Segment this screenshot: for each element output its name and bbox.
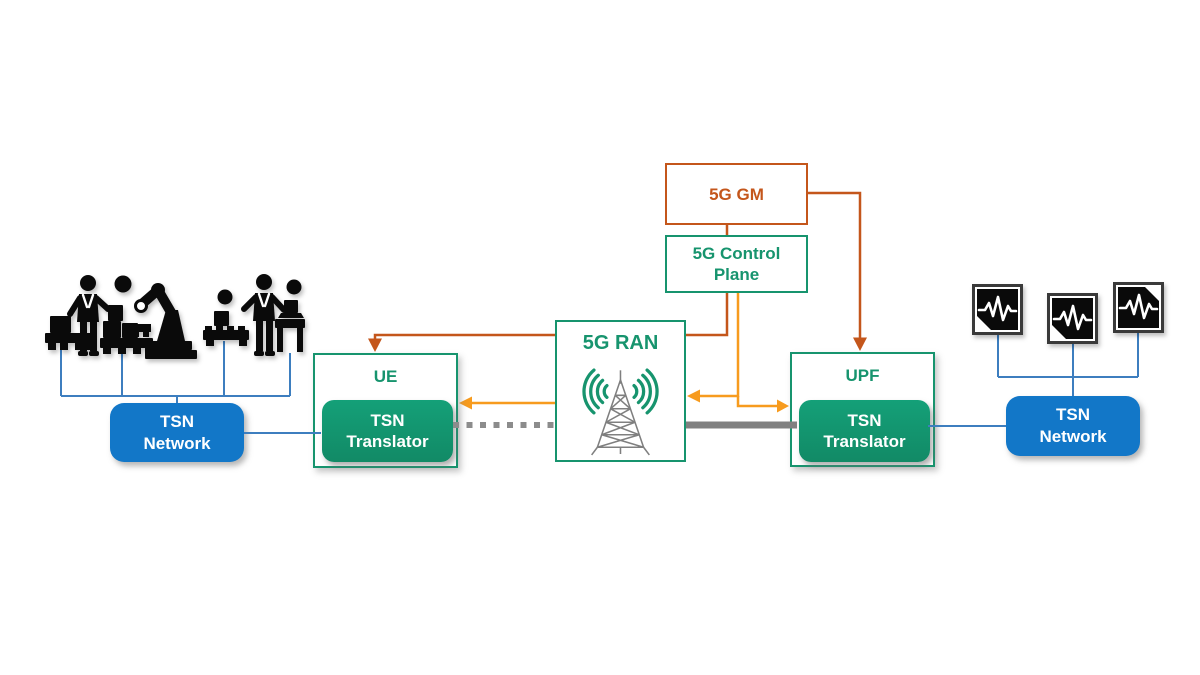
- robot-arm-icon: [131, 283, 197, 359]
- antenna-tower-icon: [582, 368, 659, 456]
- sensors-to-tsn-bus: [997, 333, 1139, 397]
- factory-automation-icon: [45, 274, 305, 359]
- node-ue: UE TSN Translator: [313, 353, 458, 468]
- node-5g-control-plane: 5G Control Plane: [665, 235, 808, 293]
- worker-icon: [241, 274, 287, 356]
- tsn-network-right: TSN Network: [1006, 396, 1140, 456]
- node-ue-label: UE: [373, 367, 398, 386]
- node-5g-control-plane-label: 5G Control Plane: [692, 244, 781, 284]
- sensor-waveform-icon: [1113, 282, 1164, 333]
- node-upf: UPF TSN Translator: [790, 352, 935, 467]
- lattice-tower-icon: [591, 370, 650, 456]
- ran-to-ue-arrow: [459, 396, 555, 410]
- control-plane-to-upf-arrow: [736, 396, 789, 413]
- radio-waves-left-icon: [582, 368, 609, 415]
- ue-tsn-translator-label: TSN Translator: [346, 411, 429, 451]
- tsn-network-left: TSN Network: [110, 403, 244, 462]
- laptop-desk-icon: [275, 279, 305, 352]
- tsn-network-left-label: TSN Network: [143, 411, 211, 453]
- conveyor-table-icon: [203, 289, 249, 346]
- sensor-waveform-icon: [1047, 293, 1098, 344]
- node-5g-gm-label: 5G GM: [709, 184, 764, 204]
- ue-tsn-translator: TSN Translator: [322, 400, 453, 462]
- control-plane-to-ue-arrow: [368, 293, 729, 352]
- node-5g-ran-label: 5G RAN: [582, 332, 659, 354]
- worker-icon: [67, 275, 111, 356]
- radio-waves-right-icon: [632, 368, 659, 415]
- factory-to-tsn-bus: [60, 341, 291, 404]
- node-5g-ran: 5G RAN: [555, 320, 686, 462]
- tsn-network-right-label: TSN Network: [1039, 405, 1107, 446]
- node-5g-gm: 5G GM: [665, 163, 808, 225]
- upf-tsn-translator: TSN Translator: [799, 400, 930, 462]
- upf-tsn-translator-label: TSN Translator: [823, 411, 906, 451]
- node-upf-label: UPF: [845, 366, 880, 385]
- gm-to-upf-arrow: [808, 191, 867, 351]
- sensor-waveform-icon: [972, 284, 1023, 335]
